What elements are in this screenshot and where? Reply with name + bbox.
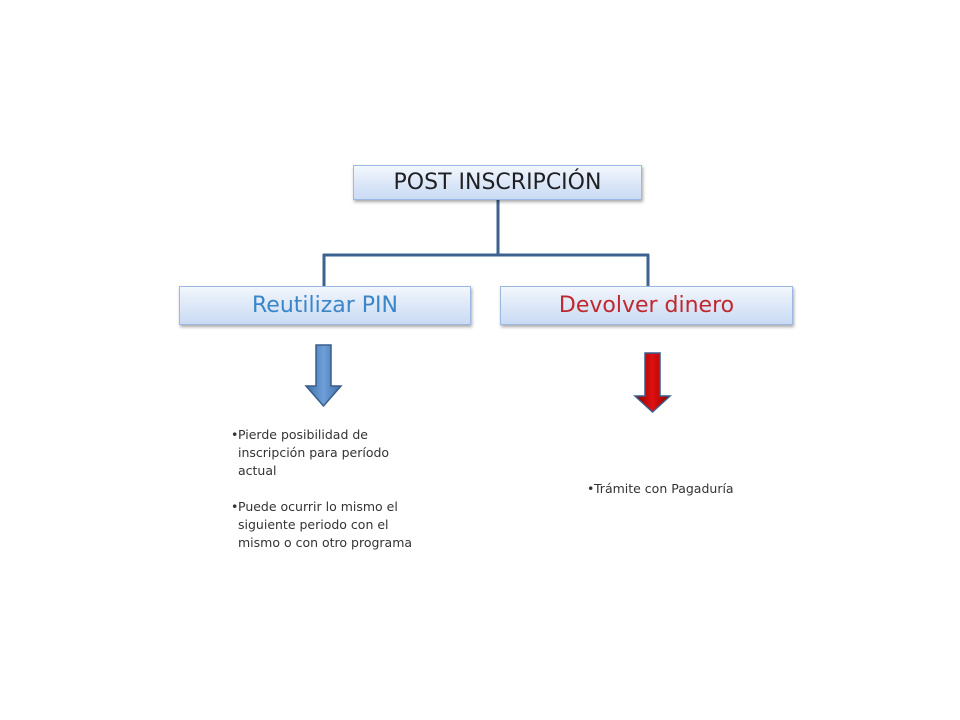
list-item: Puede ocurrir lo mismo el siguiente peri… [231, 498, 431, 552]
down-arrow-icon [633, 352, 672, 414]
down-arrow-icon [304, 344, 343, 408]
reutilizar-pin-label: Reutilizar PIN [251, 293, 399, 318]
connector-lines [322, 200, 650, 286]
reutilizar-pin-node-box: Reutilizar PIN [179, 286, 471, 325]
devolver-dinero-node-box: Devolver dinero [500, 286, 793, 325]
devolver-dinero-bullet-list: Trámite con Pagaduría [587, 480, 787, 498]
devolver-dinero-label: Devolver dinero [558, 293, 735, 318]
list-item: Trámite con Pagaduría [587, 480, 787, 498]
root-node-box: POST INSCRIPCIÓN [353, 165, 642, 200]
root-node-label: POST INSCRIPCIÓN [393, 170, 602, 195]
list-item: Pierde posibilidad de inscripción para p… [231, 426, 431, 480]
reutilizar-pin-bullet-list: Pierde posibilidad de inscripción para p… [231, 426, 431, 552]
